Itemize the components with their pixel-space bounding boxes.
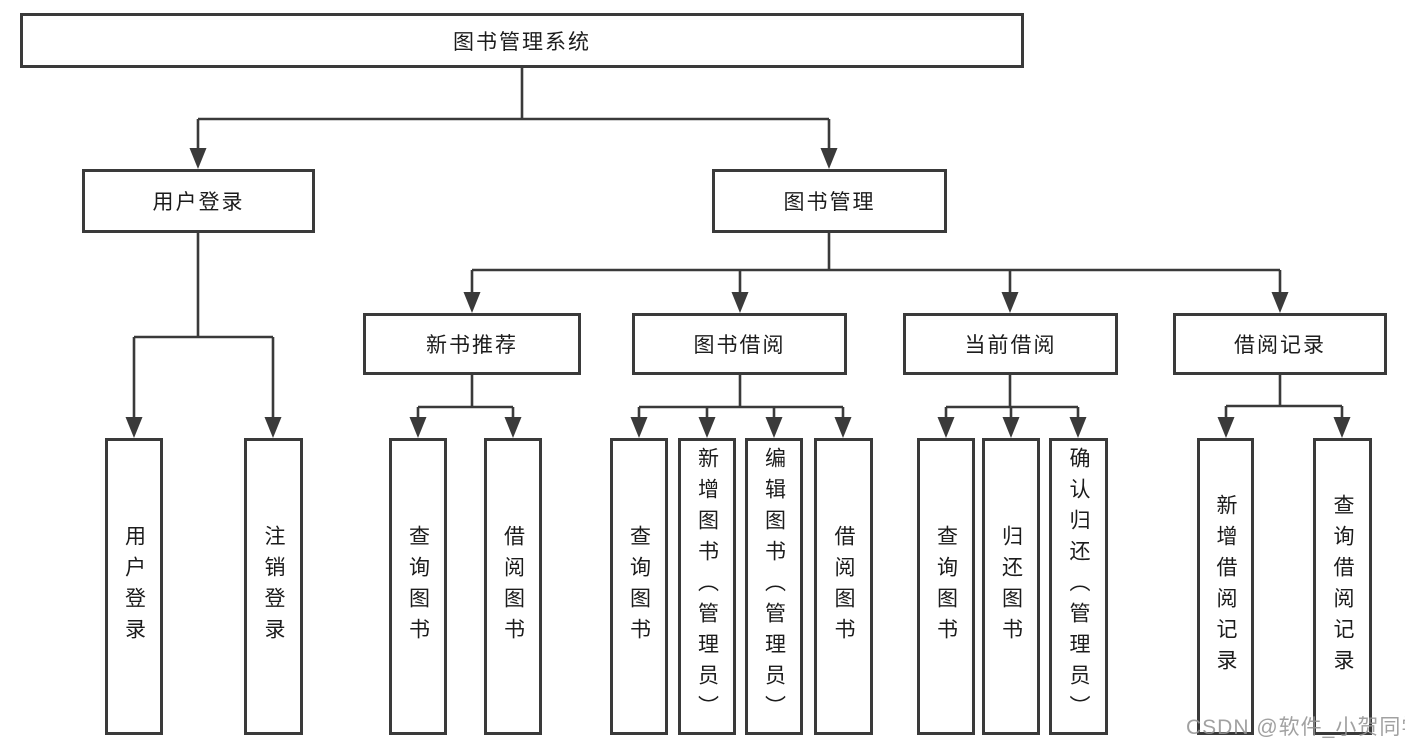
node-logout: 注销登录 [244,438,303,735]
node-cb-confirm-return-admin: 确认归还（管理员） [1049,438,1108,735]
node-user-login: 用户登录 [82,169,315,233]
node-borrow-records-label: 借阅记录 [1234,334,1326,357]
node-bb-edit-books-admin: 编辑图书（管理员） [745,438,803,735]
node-borrow-records: 借阅记录 [1173,313,1387,375]
node-library-system: 图书管理系统 [20,13,1024,68]
node-cb-query-books-label: 查询图书 [934,524,958,649]
node-br-query-record-label: 查询借阅记录 [1331,493,1354,680]
node-bb-edit-books-admin-label: 编辑图书（管理员） [762,447,786,726]
node-cb-query-books: 查询图书 [917,438,975,735]
node-book-borrowing-label: 图书借阅 [693,334,786,357]
node-current-borrowing-label: 当前借阅 [964,334,1057,357]
node-cb-return-books-label: 归还图书 [999,524,1023,649]
node-book-borrowing: 图书借阅 [632,313,847,375]
node-nb-borrow-books-label: 借阅图书 [501,524,525,649]
node-user-login-label: 用户登录 [152,191,245,214]
node-logout-label: 注销登录 [262,524,285,649]
node-bb-query-books-label: 查询图书 [627,524,651,649]
node-book-management: 图书管理 [712,169,947,233]
node-current-borrowing: 当前借阅 [903,313,1118,375]
node-cb-return-books: 归还图书 [982,438,1040,735]
node-new-book-recommend: 新书推荐 [363,313,581,375]
connector-path [132,68,1344,420]
node-login-label: 用户登录 [122,524,146,649]
node-nb-query-books: 查询图书 [389,438,447,735]
node-br-add-record: 新增借阅记录 [1197,438,1254,735]
node-bb-borrow-books-label: 借阅图书 [832,524,855,649]
node-bb-add-books-admin-label: 新增图书（管理员） [695,447,719,726]
node-bb-query-books: 查询图书 [610,438,668,735]
node-nb-borrow-books: 借阅图书 [484,438,542,735]
node-br-query-record: 查询借阅记录 [1313,438,1372,735]
node-login: 用户登录 [105,438,163,735]
node-cb-confirm-return-admin-label: 确认归还（管理员） [1067,447,1090,726]
arrowheads [125,148,1351,438]
node-bb-borrow-books: 借阅图书 [814,438,873,735]
node-library-system-label: 图书管理系统 [453,30,591,54]
node-bb-add-books-admin: 新增图书（管理员） [678,438,736,735]
node-book-management-label: 图书管理 [783,191,876,214]
node-nb-query-books-label: 查询图书 [406,524,430,649]
watermark: CSDN @软件_小贺同学 [1186,716,1405,739]
node-br-add-record-label: 新增借阅记录 [1214,493,1237,680]
node-new-book-recommend-label: 新书推荐 [426,334,518,357]
